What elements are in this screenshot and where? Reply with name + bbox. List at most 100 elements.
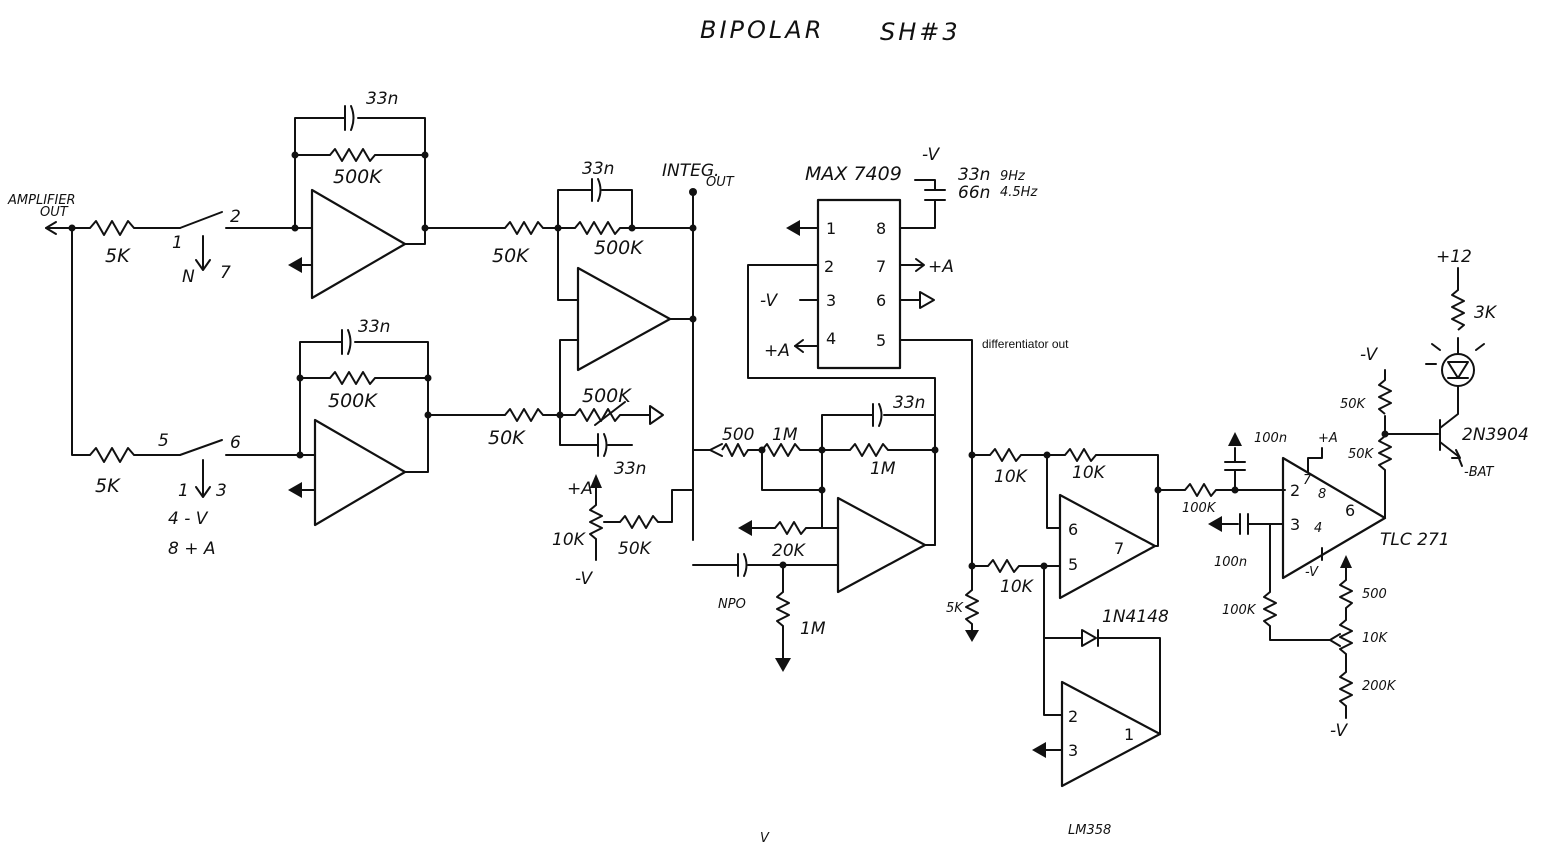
analog-switch-bottom bbox=[179, 439, 301, 498]
ic-pin-3: 3 bbox=[826, 291, 836, 310]
wire bbox=[1046, 454, 1061, 529]
resistor-10k-bot-in bbox=[987, 559, 1020, 573]
analog-switch-top bbox=[179, 211, 296, 271]
resistor-1m-gnd bbox=[776, 591, 790, 627]
resistor-100k-bias-label: 100K bbox=[1222, 603, 1257, 618]
ic-pin4-label: +A bbox=[764, 341, 790, 361]
resistor-1m-a bbox=[761, 443, 801, 457]
resistor-50k-top-label: 50K bbox=[492, 245, 530, 267]
ground-arrow-icon bbox=[786, 220, 800, 236]
resistor-50k-offset-label: 50K bbox=[618, 539, 653, 559]
input-label: AMPLIFIER bbox=[7, 193, 76, 208]
ic-max7409 bbox=[816, 198, 902, 370]
switch-power-1: 4 - V bbox=[168, 509, 209, 529]
potentiometer-10k-offset bbox=[589, 504, 603, 540]
resistor-5k-top-label: 5K bbox=[105, 245, 131, 267]
ic-pin-8: 8 bbox=[876, 219, 886, 238]
resistor-500k-bias-label: 500K bbox=[582, 385, 632, 407]
resistor-5k-top bbox=[89, 220, 135, 236]
resistor-50k-bot-label: 50K bbox=[488, 427, 526, 449]
cap-33n-top-label: 33n bbox=[366, 89, 398, 109]
capacitor-33n-int bbox=[591, 178, 602, 202]
resistor-10k-fb-label: 10K bbox=[1072, 463, 1107, 483]
ground-arrow-icon bbox=[1208, 516, 1222, 532]
clock-note-b: 4.5Hz bbox=[1000, 185, 1038, 200]
comparator-tlc271 bbox=[1281, 456, 1387, 580]
pot-10k-ref-label: 10K bbox=[1362, 631, 1389, 646]
resistor-100k-bias bbox=[1263, 591, 1277, 627]
switch-bot-pin-b: 6 bbox=[230, 433, 241, 453]
wire bbox=[557, 227, 579, 301]
ground-triangle-icon bbox=[919, 291, 935, 309]
rail-arrow-icon bbox=[590, 474, 602, 488]
wire bbox=[1269, 625, 1331, 641]
wire bbox=[1154, 489, 1159, 547]
resistor-1m-gnd-label: 1M bbox=[800, 619, 826, 639]
resistor-500-ref bbox=[1339, 579, 1353, 609]
resistor-1m-a-label: 1M bbox=[772, 425, 798, 445]
switch-bot-pin-a: 5 bbox=[158, 431, 169, 451]
junction bbox=[628, 224, 636, 232]
led-icon bbox=[1425, 343, 1485, 401]
clock-note-a: 9Hz bbox=[1000, 169, 1026, 184]
ic-pin-6: 6 bbox=[876, 291, 886, 310]
resistor-10k-top-in-label: 10K bbox=[994, 467, 1029, 487]
ic-pin-2: 2 bbox=[824, 257, 834, 276]
rect-pin-2: 2 bbox=[1068, 707, 1078, 726]
diff-pin-7: 7 bbox=[1114, 539, 1124, 558]
switch-top-ctrl: N bbox=[182, 267, 195, 287]
resistor-3k-label: 3K bbox=[1474, 303, 1498, 323]
resistor-5k-bot-label: 5K bbox=[95, 475, 121, 497]
ground-arrow-icon bbox=[1228, 432, 1242, 446]
ic-pin7-label: +A bbox=[928, 257, 954, 277]
capacitor-33n-top bbox=[344, 105, 355, 131]
arrow-icon bbox=[794, 339, 804, 353]
comp-pin-6: 6 bbox=[1345, 501, 1355, 520]
rail-arrow-icon bbox=[1340, 555, 1352, 568]
wire bbox=[747, 264, 936, 416]
comp-pin-3: 3 bbox=[1290, 515, 1300, 534]
sheet-number: SH#3 bbox=[880, 18, 961, 46]
resistor-1m-b bbox=[849, 443, 889, 457]
ground-triangle-icon bbox=[649, 405, 664, 425]
cap-clock-a-label: 33n bbox=[958, 165, 990, 185]
opamp-highpass bbox=[836, 496, 927, 594]
wire bbox=[1046, 454, 1159, 491]
ref-rail-neg: -V bbox=[1330, 721, 1348, 741]
resistor-50k-base-b-label: 50K bbox=[1348, 447, 1375, 462]
wire bbox=[404, 227, 426, 245]
rail-pos-a-offset: +A bbox=[567, 479, 593, 499]
ic-pin3-label: -V bbox=[760, 291, 778, 311]
resistor-500k-bot bbox=[329, 371, 376, 385]
cap-33n-bias-label: 33n bbox=[614, 459, 646, 479]
resistor-10k-bot-in-label: 10K bbox=[1000, 577, 1035, 597]
junction bbox=[424, 374, 432, 382]
resistor-500-ref-label: 500 bbox=[1362, 587, 1387, 602]
rect-pin-1: 1 bbox=[1124, 725, 1134, 744]
resistor-500k-top-label: 500K bbox=[333, 166, 383, 188]
junction bbox=[421, 151, 429, 159]
cap-33n-hp-label: 33n bbox=[893, 393, 925, 413]
resistor-500k-int bbox=[574, 221, 621, 235]
resistor-20k-label: 20K bbox=[772, 541, 807, 561]
rail-neg-v-offset: -V bbox=[575, 569, 593, 589]
potentiometer-10k-ref bbox=[1339, 619, 1353, 655]
ground-arrow-icon bbox=[288, 257, 302, 273]
resistor-5k-gnd-label: 5K bbox=[946, 601, 964, 616]
integ-out-label: INTEG. bbox=[662, 161, 719, 181]
arrow-icon bbox=[1329, 633, 1341, 647]
pot-10k-offset-label: 10K bbox=[552, 530, 587, 550]
comp-rail-pos: +A bbox=[1318, 431, 1338, 446]
switch-top-pin-b: 2 bbox=[230, 207, 241, 227]
comp-pin-7: 7 bbox=[1303, 473, 1312, 488]
ground-arrow-icon bbox=[738, 520, 752, 536]
wire bbox=[899, 339, 973, 456]
cap-33n-int-label: 33n bbox=[582, 159, 614, 179]
arrow-icon bbox=[899, 258, 925, 272]
capacitor-100n-a bbox=[1224, 447, 1246, 491]
ground-arrow-icon bbox=[965, 630, 979, 642]
switch-bot-ctrl: 1 bbox=[178, 481, 189, 501]
ic-name: MAX 7409 bbox=[805, 163, 902, 185]
switch-top-pin-a: 1 bbox=[172, 233, 183, 253]
resistor-50k-base-a-label: 50K bbox=[1340, 397, 1367, 412]
